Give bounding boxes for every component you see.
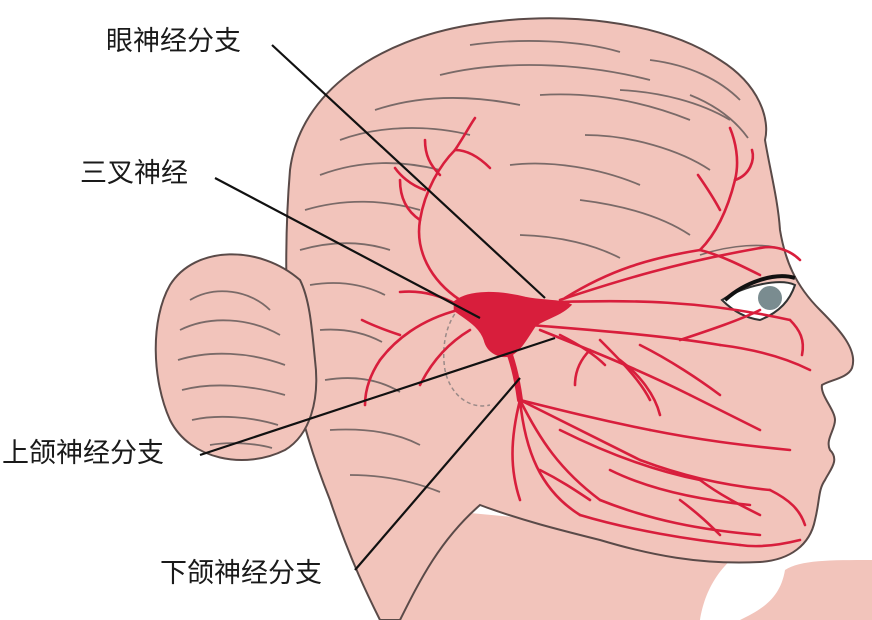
mandibular-trunk	[507, 352, 523, 403]
ophthalmic-branch-label: 眼神经分支	[106, 26, 241, 57]
bun-contours	[177, 290, 286, 449]
leader-maxillary	[199, 336, 556, 457]
leader-lines	[199, 44, 556, 571]
leader-ophthalmic	[271, 44, 546, 299]
iris	[758, 286, 782, 310]
leader-trigeminal	[214, 177, 481, 319]
maxillary-branch-label: 上颌神经分支	[2, 438, 164, 469]
hair-bun	[154, 253, 318, 461]
ear-outline	[443, 299, 491, 407]
head-silhouette	[154, 17, 872, 620]
hair-contours	[299, 40, 749, 493]
leader-mandibular	[354, 377, 521, 571]
nerve-network	[360, 116, 812, 548]
eyelash	[723, 274, 796, 302]
neck-shape	[330, 500, 872, 620]
mandibular-branch-label: 下颌神经分支	[160, 558, 322, 589]
head-shape	[285, 17, 855, 620]
trigeminal-nerve-label: 三叉神经	[80, 158, 188, 189]
